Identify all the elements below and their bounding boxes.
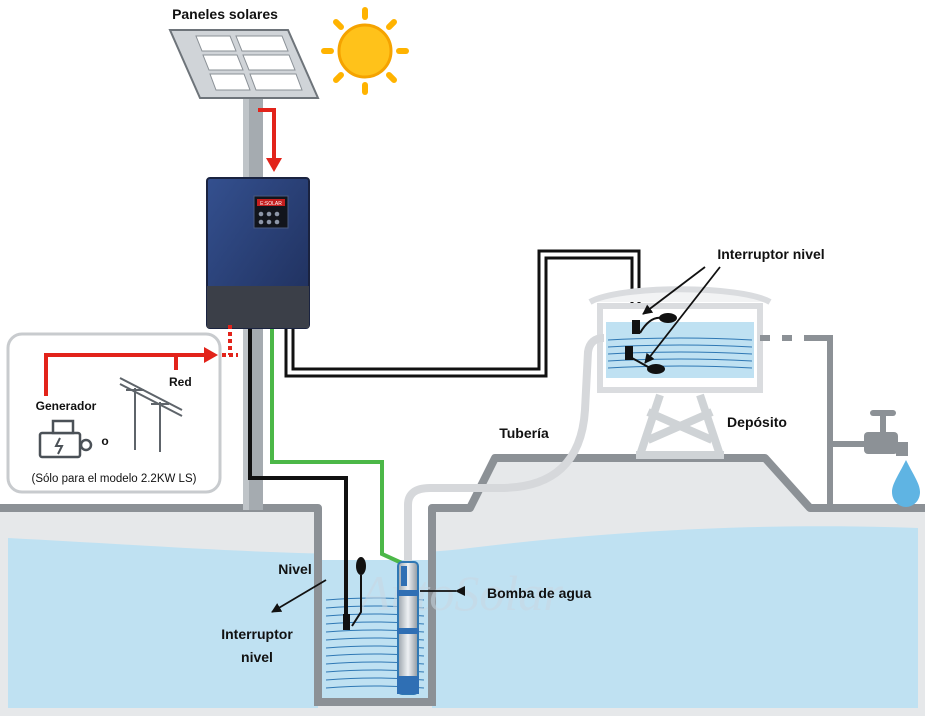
well-level-switch-label-line1: Interruptor — [221, 626, 293, 642]
black-cable-tank — [284, 249, 641, 378]
grid-label: Red — [169, 375, 192, 389]
tank-label: Depósito — [727, 414, 787, 430]
tank-stand — [636, 393, 724, 459]
faucet-icon — [864, 410, 908, 456]
inverter-display: E:SOLAR — [260, 201, 282, 207]
submersible-pump — [397, 561, 419, 695]
panel-power-arrow — [258, 108, 282, 172]
power-tower-icon — [119, 377, 183, 452]
tank-level-switch-label: Interruptor nivel — [717, 246, 824, 262]
water-tank — [588, 286, 772, 393]
green-cable — [270, 328, 405, 566]
sun-icon — [321, 7, 409, 95]
generator-icon — [38, 419, 93, 459]
outlet-pipe — [760, 335, 866, 508]
water-drop-icon — [892, 460, 920, 507]
inverter: E:SOLAR — [206, 177, 310, 329]
callout-arrows — [271, 266, 721, 613]
model-note-label: (Sólo para el modelo 2.2KW LS) — [32, 473, 197, 485]
well-level-switch-label-line2: nivel — [241, 649, 273, 665]
pipe-label: Tubería — [499, 425, 549, 441]
or-label: o — [101, 434, 108, 448]
level-label: Nivel — [278, 561, 311, 577]
solar-panels-label: Paneles solares — [172, 6, 278, 22]
water-pipe — [404, 334, 605, 564]
black-cable-well — [248, 328, 348, 625]
water-pump-label: Bomba de agua — [487, 585, 591, 601]
well-level-switch — [343, 557, 366, 630]
tank-level-switch — [625, 313, 677, 374]
generator-label: Generador — [36, 399, 97, 413]
